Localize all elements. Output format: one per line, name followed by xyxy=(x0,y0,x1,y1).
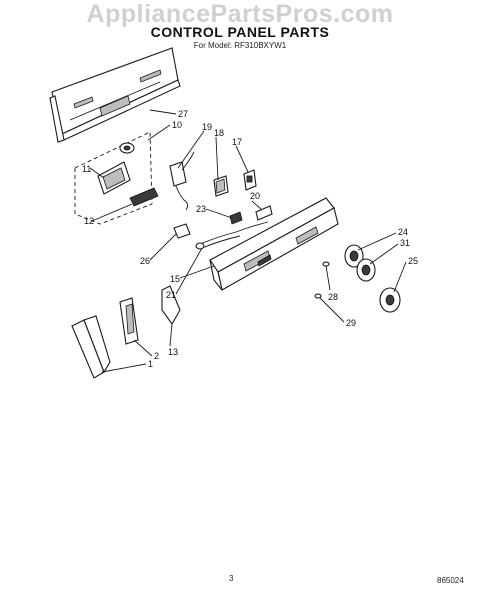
part-11-display xyxy=(97,161,131,195)
part-12-overlay xyxy=(129,187,159,207)
callout-15: 15 xyxy=(170,274,180,284)
document-code: 865024 xyxy=(437,576,464,585)
page-number: 3 xyxy=(229,574,234,583)
leader-lines xyxy=(89,109,407,373)
callout-27: 27 xyxy=(178,109,188,119)
part-20-connector xyxy=(255,205,273,221)
part-1-end-panel xyxy=(71,315,111,379)
callout-11: 11 xyxy=(82,164,91,174)
callout-21: 21 xyxy=(166,290,176,300)
part-25-knob xyxy=(379,287,401,313)
callout-18: 18 xyxy=(214,128,224,138)
part-13-end-cap xyxy=(161,285,181,326)
part-17-clip xyxy=(243,169,257,191)
part-28-shaft xyxy=(322,261,330,267)
part-27-rear-panel xyxy=(49,47,181,143)
callout-29: 29 xyxy=(346,318,356,328)
callout-13: 13 xyxy=(168,347,178,357)
part-31-knob xyxy=(356,258,376,282)
callout-17: 17 xyxy=(232,137,242,147)
callout-24: 24 xyxy=(398,227,408,237)
callout-26: 26 xyxy=(140,256,150,266)
model-subtitle: For Model: RF310BXYW1 xyxy=(193,41,287,50)
page-title: CONTROL PANEL PARTS xyxy=(150,24,330,40)
callout-20: 20 xyxy=(250,191,260,201)
part-19-switch xyxy=(169,151,195,211)
part-23-sensor xyxy=(229,211,243,225)
callout-10: 10 xyxy=(172,120,182,130)
callout-2: 2 xyxy=(154,351,159,361)
part-26-bracket xyxy=(173,223,191,239)
part-24-knob xyxy=(344,244,364,268)
part-29-screw xyxy=(314,293,322,299)
callout-28: 28 xyxy=(328,292,338,302)
callout-19: 19 xyxy=(202,122,212,132)
callout-12: 12 xyxy=(84,216,94,226)
callout-25: 25 xyxy=(408,256,418,266)
callout-31: 31 xyxy=(400,238,410,248)
wire-harness xyxy=(195,221,269,250)
part-10-knob-bracket xyxy=(119,142,135,154)
part-2-side-trim xyxy=(119,297,139,345)
callout-labels: 27 10 19 18 17 11 20 12 23 24 31 26 25 1… xyxy=(82,109,418,369)
part-15-control-panel xyxy=(209,197,339,291)
callout-1: 1 xyxy=(148,359,153,369)
cavity-outline xyxy=(74,131,153,225)
callout-23: 23 xyxy=(196,204,206,214)
part-18-relay xyxy=(213,175,229,197)
watermark: AppliancePartsPros.com xyxy=(86,0,394,28)
